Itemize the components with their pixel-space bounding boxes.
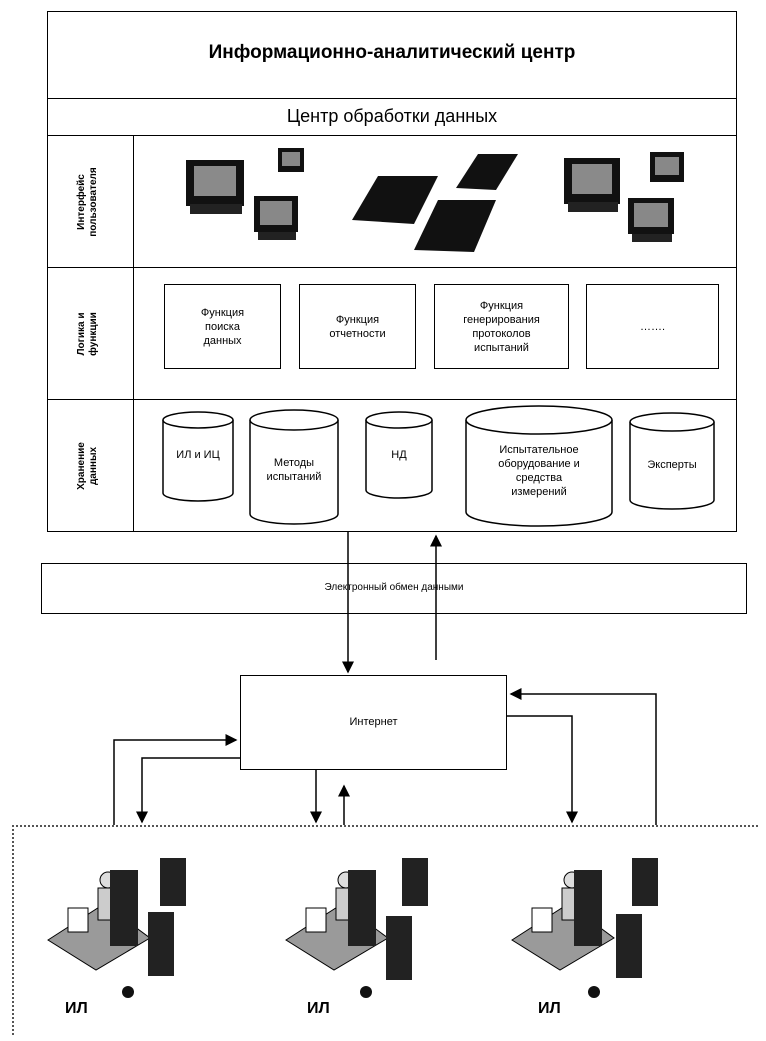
server-icon bbox=[386, 916, 412, 980]
function-box-search: Функция поиска данных bbox=[164, 284, 281, 369]
server-icon bbox=[574, 870, 602, 946]
internet-label: Интернет bbox=[349, 716, 398, 728]
server-icon bbox=[160, 858, 186, 906]
laptop-icon bbox=[352, 154, 518, 252]
function-box-protocols: Функция генерирования протоколов испытан… bbox=[434, 284, 569, 369]
storage-label-nd: НД bbox=[391, 449, 407, 461]
storage-cylinder-experts bbox=[629, 412, 715, 510]
monitor-icon bbox=[650, 152, 684, 182]
diagram-title: Информационно-аналитический центр bbox=[208, 42, 576, 63]
arrow-internet-to-lab1 bbox=[136, 757, 240, 824]
arrow-lab1-to-internet bbox=[113, 734, 238, 825]
storage-cylinder-methods bbox=[249, 409, 339, 525]
server-icon bbox=[632, 858, 658, 906]
data-exchange-label: Электронный обмен данными bbox=[324, 582, 464, 593]
monitor-icon bbox=[254, 196, 298, 240]
server-icon bbox=[110, 870, 138, 946]
label-column-divider bbox=[133, 135, 134, 532]
server-icon bbox=[148, 912, 174, 976]
monitor-icon bbox=[278, 148, 304, 172]
lab-site-label-2: ИЛ bbox=[307, 1000, 330, 1017]
lab-site-label-3: ИЛ bbox=[538, 1000, 561, 1017]
arrow-internet-to-lab3 bbox=[507, 715, 578, 824]
lab-site-1 bbox=[47, 858, 186, 998]
server-icon bbox=[616, 914, 642, 978]
labs-region bbox=[12, 825, 758, 1035]
monitor-icon bbox=[186, 160, 244, 214]
internet-box bbox=[240, 675, 507, 770]
server-icon bbox=[402, 858, 428, 906]
data-exchange-bar bbox=[41, 563, 747, 614]
monitor-icon bbox=[628, 198, 674, 242]
function-box-reporting: Функция отчетности bbox=[299, 284, 416, 369]
storage-label-labs: ИЛ и ИЦ bbox=[176, 449, 220, 461]
lab-site-label-1: ИЛ bbox=[65, 1000, 88, 1017]
lab-site-3 bbox=[511, 858, 658, 998]
monitor-icon bbox=[564, 158, 620, 212]
arrow-lab3-to-internet bbox=[509, 688, 657, 825]
storage-label-experts: Эксперты bbox=[647, 459, 697, 471]
storage-cylinder-labs bbox=[162, 411, 234, 502]
diagram-subtitle: Центр обработки данных bbox=[286, 106, 498, 126]
storage-cylinder-equipment bbox=[465, 405, 613, 527]
storage-label-methods: Методы испытаний bbox=[266, 457, 322, 483]
storage-cylinder-nd bbox=[365, 411, 433, 499]
storage-label-equipment: Испытательное оборудование и средства из… bbox=[498, 444, 580, 498]
server-icon bbox=[348, 870, 376, 946]
lab-site-2 bbox=[285, 858, 428, 998]
function-box-more: ……. bbox=[586, 284, 719, 369]
